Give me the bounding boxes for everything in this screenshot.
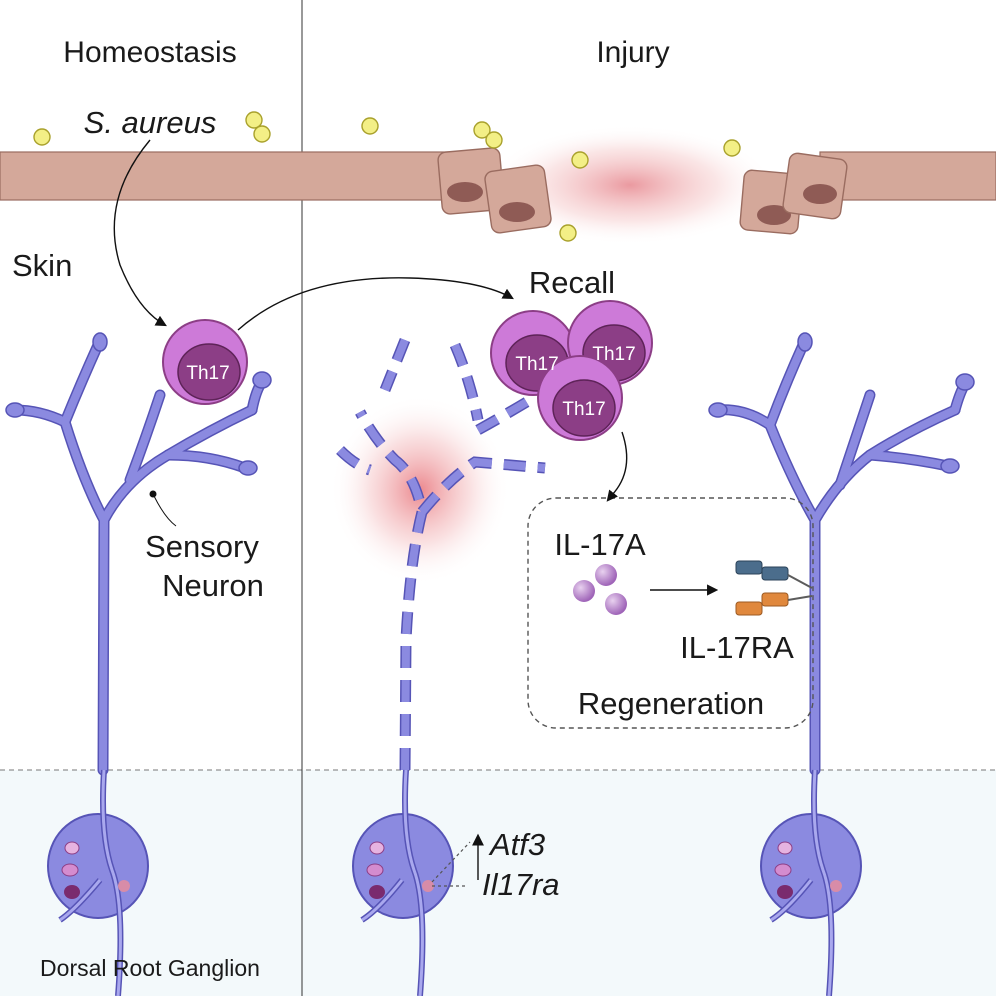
s-aureus-label: S. aureus <box>84 105 217 140</box>
wound-edge-cells-right <box>739 152 848 235</box>
drg-cell-homeostasis <box>47 769 149 996</box>
th17-label-recall-1: Th17 <box>515 354 558 375</box>
il17ra-gene-label: Il17ra <box>482 867 560 902</box>
atf3-label: Atf3 <box>488 827 545 862</box>
neuron-label: Neuron <box>162 568 264 603</box>
s-aureus-bacteria <box>33 111 741 242</box>
panel-title-homeostasis: Homeostasis <box>63 36 236 69</box>
skin-label: Skin <box>12 248 72 283</box>
regeneration-box <box>527 497 814 729</box>
wound-edge-cells-left <box>437 147 552 234</box>
saureus-to-th17-arrow <box>113 139 167 327</box>
sensory-neuron-healthy <box>5 332 272 776</box>
sensory-neuron-pointer <box>153 495 177 527</box>
regeneration-label: Regeneration <box>578 686 764 721</box>
drg-label: Dorsal Root Ganglion <box>40 955 260 981</box>
il17ra-label: IL-17RA <box>680 630 794 665</box>
panel-title-injury: Injury <box>596 36 669 69</box>
skin-layer-right <box>819 151 996 201</box>
gene-upregulation-arrow <box>431 833 484 887</box>
recall-arrow <box>237 277 514 331</box>
recall-label: Recall <box>529 265 615 300</box>
sensory-neuron-injured <box>336 337 546 771</box>
th17-label-recall-2: Th17 <box>592 344 635 365</box>
drg-cell-regenerated <box>760 769 862 996</box>
skin-inflammation <box>485 125 775 245</box>
th17-label-homeostasis: Th17 <box>186 363 229 384</box>
sensory-neuron-regenerated <box>708 332 975 776</box>
il17ra-receptor <box>735 560 813 616</box>
sensory-label: Sensory <box>145 529 259 564</box>
il17a-molecules <box>573 564 627 615</box>
th17-to-il17a-arrow <box>606 431 628 502</box>
th17-label-recall-3: Th17 <box>562 399 605 420</box>
skin-layer-left <box>0 151 466 201</box>
il17a-label: IL-17A <box>554 527 646 562</box>
th17-cell-recall-3 <box>537 355 623 441</box>
th17-cell-homeostasis <box>162 319 248 405</box>
drg-cell-injury <box>352 769 454 996</box>
